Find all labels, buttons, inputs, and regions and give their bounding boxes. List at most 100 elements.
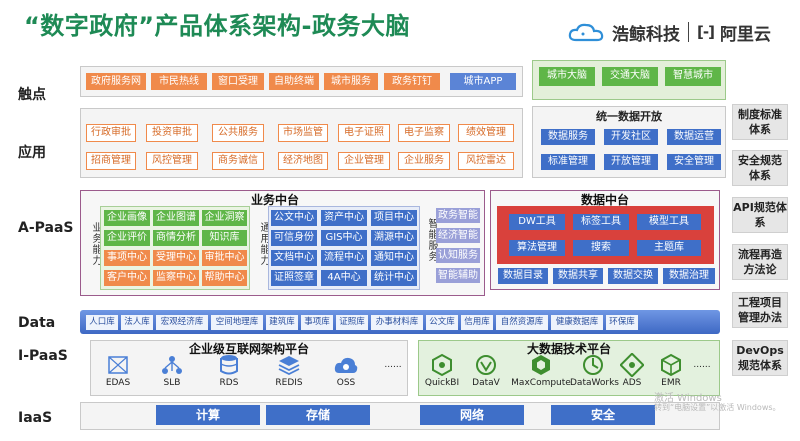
open-data-item: 标准管理 [541, 154, 595, 170]
row-label-iaas: IaaS [18, 410, 53, 426]
app-item: 投资审批 [146, 124, 198, 142]
aliyun-logo-icon: [-] [697, 23, 715, 41]
touchpoint-item: 政务钉钉 [384, 73, 440, 90]
touchpoint-green: 交通大脑 [602, 67, 658, 86]
business-ability-item: 企业评价 [104, 230, 150, 246]
data-library-item: 公文库 [426, 314, 458, 330]
app-item: 行政审批 [86, 124, 136, 142]
edas-icon [108, 356, 128, 374]
touchpoint-item: 自助终端 [269, 73, 319, 90]
app-item: 企业服务 [398, 152, 450, 170]
general-ability-item: 项目中心 [371, 210, 417, 226]
right-card: API规范体系 [732, 197, 788, 233]
business-ability-label: 业务能力 [90, 222, 101, 266]
data-library-item: 事项库 [301, 314, 333, 330]
business-ability-item: 事项中心 [104, 250, 150, 266]
touchpoint-item: 政府服务网 [86, 73, 146, 90]
redis-icon [278, 356, 300, 376]
data-library-item: 空间地理库 [211, 314, 263, 330]
general-ability-item: GIS中心 [321, 230, 367, 246]
ads-icon [620, 353, 644, 377]
oss-icon [334, 357, 358, 373]
enterprise-platform-title: 企业级互联网架构平台 [188, 342, 309, 356]
right-card: 流程再造方法论 [732, 244, 788, 280]
data-library-item: 办事材料库 [371, 314, 423, 330]
maxcompute-icon [532, 355, 550, 375]
general-ability-label: 通用能力 [258, 222, 269, 266]
app-item: 公共服务 [212, 124, 264, 142]
row-label-apaas: A-PaaS [18, 220, 74, 236]
partner-name: 阿里云 [719, 24, 771, 45]
open-data-title: 统一数据开放 [596, 110, 662, 123]
data-library-item: 人口库 [86, 314, 118, 330]
rds-icon [220, 355, 238, 375]
app-item: 商务诚信 [212, 152, 264, 170]
bigdata-platform-label: MaxCompute [511, 378, 571, 388]
data-tool-item: 主题库 [637, 240, 701, 256]
smart-service-item: 政务智能 [436, 208, 480, 223]
business-ability-item: 监察中心 [153, 270, 199, 286]
enterprise-platform-more: ...... [384, 360, 402, 370]
smart-service-item: 智能辅助 [436, 268, 480, 283]
app-item: 电子监察 [398, 124, 450, 142]
general-ability-item: 证照签章 [271, 270, 317, 286]
bigdata-platform-panel [418, 340, 720, 396]
data-platform-title: 数据中台 [580, 193, 629, 207]
bigdata-platform-label: DataWorks [570, 378, 619, 388]
enterprise-platform-label: SLB [163, 378, 181, 388]
app-item: 绩效管理 [458, 124, 514, 142]
row-label-data: Data [18, 315, 56, 331]
brand-logos: 浩鲸科技 [-] 阿里云 [568, 20, 771, 45]
enterprise-platform-label: REDIS [275, 378, 303, 388]
data-tool-item: 算法管理 [509, 240, 565, 256]
touchpoint-item: 城市服务 [324, 73, 378, 90]
data-library-item: 环保库 [606, 314, 638, 330]
quickbi-icon [432, 353, 452, 377]
app-item: 风控雷达 [458, 152, 514, 170]
data-platform-item: 数据共享 [553, 268, 603, 284]
data-tool-item: 模型工具 [637, 214, 701, 230]
touchpoint-green: 城市大脑 [539, 67, 595, 86]
open-data-item: 安全管理 [667, 154, 721, 170]
bigdata-platform-title: 大数据技术平台 [526, 342, 611, 356]
general-ability-item: 溯源中心 [371, 230, 417, 246]
bigdata-platform-label: QuickBI [424, 378, 460, 388]
smart-service-item: 认知服务 [436, 248, 480, 263]
row-label-app: 应用 [18, 145, 46, 161]
general-ability-item: 4A中心 [321, 270, 367, 286]
general-ability-item: 流程中心 [321, 250, 367, 266]
business-ability-item: 客户中心 [104, 270, 150, 286]
enterprise-platform-label: EDAS [105, 378, 131, 388]
general-ability-item: 可信身份 [271, 230, 317, 246]
data-platform-item: 数据交换 [608, 268, 658, 284]
enterprise-platform-label: OSS [336, 378, 356, 388]
data-platform-item: 数据目录 [498, 268, 548, 284]
enterprise-platform-label: RDS [219, 378, 239, 388]
open-data-item: 数据服务 [541, 129, 595, 145]
app-item: 市场监管 [278, 124, 328, 142]
row-label-touch: 触点 [18, 87, 46, 103]
business-ability-item: 帮助中心 [202, 270, 247, 286]
business-ability-item: 受理中心 [153, 250, 199, 266]
iaas-item-network: 网络 [420, 405, 524, 425]
bigdata-platform-more: ...... [693, 360, 711, 370]
app-item: 电子证照 [338, 124, 390, 142]
touchpoint-green: 智慧城市 [665, 67, 721, 86]
data-library-item: 自然资源库 [496, 314, 548, 330]
data-tool-item: DW工具 [509, 214, 565, 230]
brand-name: 浩鲸科技 [612, 24, 680, 45]
business-ability-item: 知识库 [202, 230, 247, 246]
brand-divider [688, 22, 689, 42]
activation-watermark-line1: 激活 Windows [654, 393, 722, 404]
data-library-item: 法人库 [121, 314, 153, 330]
touchpoint-item: 市民热线 [151, 73, 207, 90]
datav-icon [476, 355, 496, 375]
page-title: “数字政府”产品体系架构-政务大脑 [24, 12, 411, 40]
smart-service-item: 经济智能 [436, 228, 480, 243]
business-ability-item: 商情分析 [153, 230, 199, 246]
business-ability-item: 企业画像 [104, 210, 150, 226]
right-card: DevOps规范体系 [732, 340, 788, 376]
data-library-item: 证照库 [336, 314, 368, 330]
general-ability-item: 文档中心 [271, 250, 317, 266]
app-item: 招商管理 [86, 152, 136, 170]
